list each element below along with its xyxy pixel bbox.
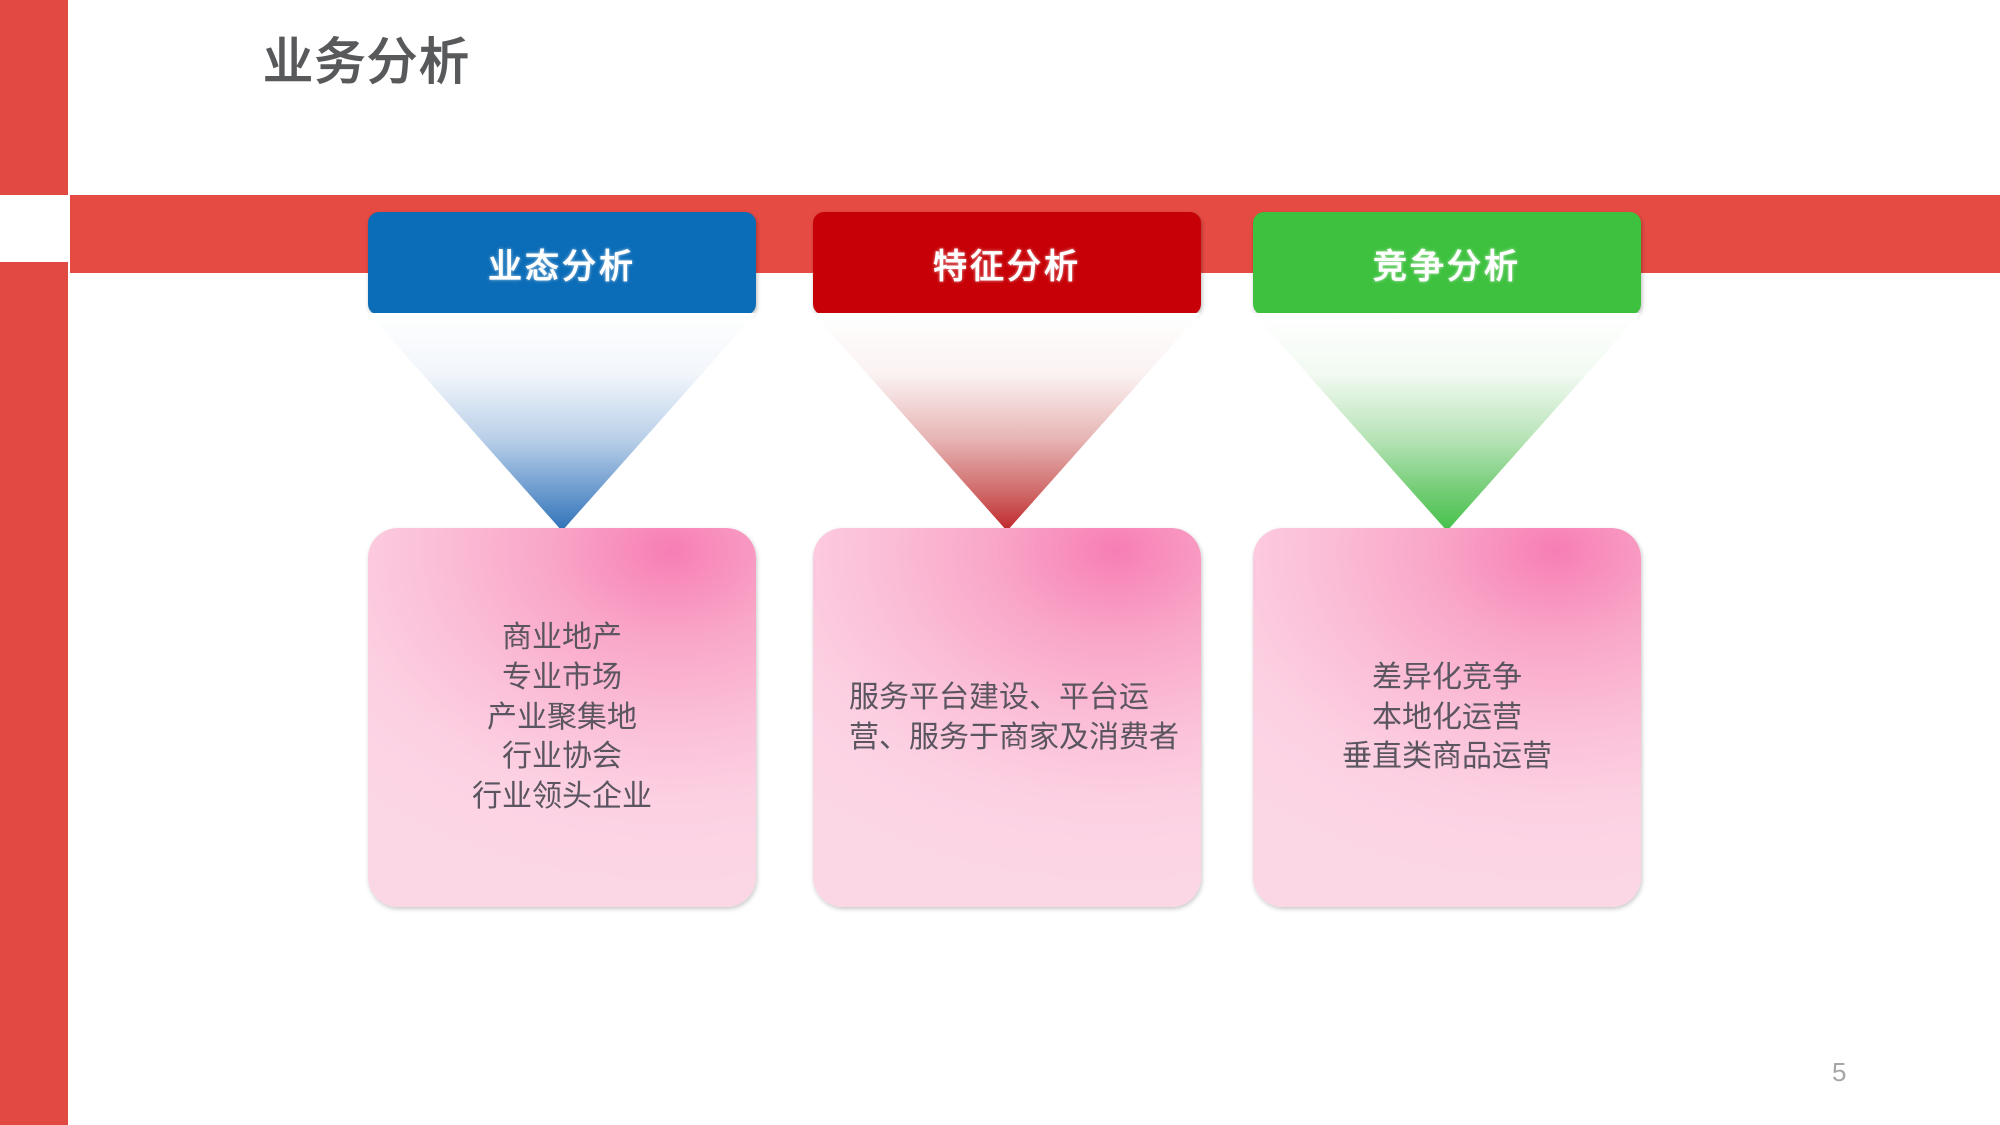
content-card-competition[interactable]: 差异化竞争 本地化运营 垂直类商品运营	[1253, 528, 1641, 907]
funnel-arrow-blue	[368, 313, 756, 531]
content-card-text: 服务平台建设、平台运营、服务于商家及消费者	[849, 680, 1179, 754]
header-label: 特征分析	[933, 248, 1081, 286]
header-box-feature[interactable]: 特征分析	[813, 212, 1201, 315]
header-box-competition[interactable]: 竞争分析	[1253, 212, 1641, 315]
content-card-feature[interactable]: 服务平台建设、平台运营、服务于商家及消费者	[813, 528, 1201, 907]
page-title: 业务分析	[263, 34, 471, 90]
content-card-text: 商业地产 专业市场 产业聚集地 行业协会 行业领头企业	[472, 620, 652, 814]
header-label: 竞争分析	[1373, 248, 1521, 286]
analysis-column-3: 竞争分析 差异化竞争 本地化运营 垂直类商品运营	[1253, 0, 1641, 1125]
left-red-bar-bottom	[0, 262, 68, 1125]
left-bar-white-gap	[0, 195, 68, 262]
analysis-column-2: 特征分析 服务平台建设、平台运营、服务于商家及消费者	[813, 0, 1201, 1125]
header-label: 业态分析	[488, 248, 636, 286]
page-number: 5	[1832, 1057, 1847, 1087]
left-red-bar-top	[0, 0, 68, 195]
content-card-business-type[interactable]: 商业地产 专业市场 产业聚集地 行业协会 行业领头企业	[368, 528, 756, 907]
analysis-column-1: 业态分析 商业地产 专业市场 产业聚集地 行业协会 行业领头企业	[368, 0, 756, 1125]
funnel-arrow-green	[1253, 313, 1641, 531]
funnel-arrow-red	[813, 313, 1201, 531]
content-card-text: 差异化竞争 本地化运营 垂直类商品运营	[1342, 660, 1552, 774]
header-box-business-type[interactable]: 业态分析	[368, 212, 756, 315]
